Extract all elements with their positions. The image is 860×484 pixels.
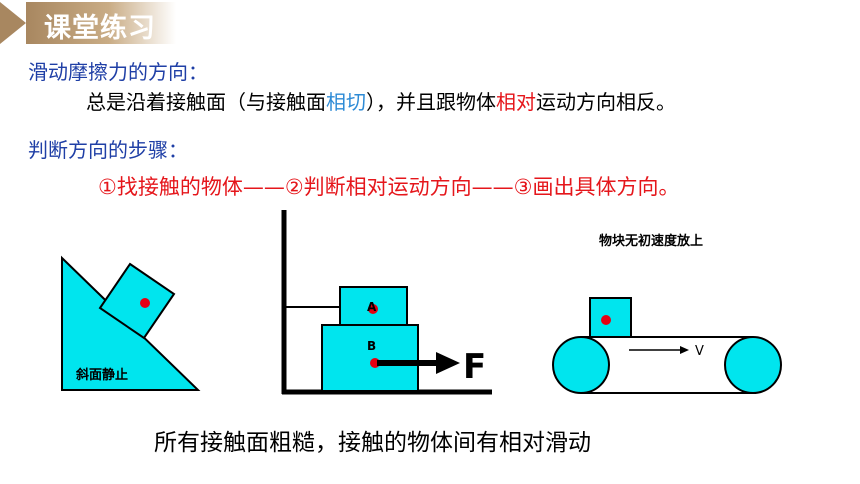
- diagram-caption: 所有接触面粗糙，接触的物体间有相对滑动: [154, 430, 591, 456]
- conveyor-block-point: [601, 315, 611, 325]
- statement-part2: ），并且跟物体: [366, 90, 496, 114]
- force-label: F: [463, 347, 486, 387]
- incline-label: 斜面静止: [75, 367, 128, 383]
- header-arrow-icon: [0, 2, 26, 44]
- block-b: [321, 324, 419, 392]
- stacked-blocks-diagram: A B F: [281, 210, 492, 395]
- conveyor-diagram: 物块无初速度放上 V: [552, 233, 782, 394]
- steps-heading: 判断方向的步骤：: [28, 138, 188, 162]
- statement-highlight-tangent: 相切: [326, 90, 366, 114]
- statement-part1: 总是沿着接触面（与接触面: [86, 90, 326, 114]
- block-a-label: A: [367, 300, 377, 314]
- page-title: 课堂练习: [44, 13, 156, 44]
- sliding-friction-heading: 滑动摩擦力的方向：: [28, 60, 208, 84]
- velocity-label: V: [695, 344, 704, 359]
- conveyor-note: 物块无初速度放上: [599, 233, 703, 249]
- incline-diagram: 斜面静止: [61, 255, 201, 391]
- force-arrow-head-icon: [436, 352, 460, 374]
- block-a-point: [368, 304, 378, 314]
- velocity-arrow-head-icon: [680, 346, 689, 354]
- statement-part3: 运动方向相反。: [536, 90, 676, 114]
- incline-block-point: [140, 298, 150, 308]
- statement-highlight-relative: 相对: [496, 90, 536, 114]
- steps-text: ①找接触的物体——②判断相对运动方向——③画出具体方向。: [98, 175, 680, 199]
- header-title-background: [26, 2, 176, 44]
- block-b-label: B: [367, 339, 376, 353]
- right-pulley: [724, 336, 782, 394]
- header-bar: 课堂练习: [0, 0, 860, 48]
- incline-block: [98, 262, 176, 340]
- conveyor-block: [589, 297, 632, 338]
- left-pulley: [552, 336, 610, 394]
- sliding-friction-statement: 总是沿着接触面（与接触面相切），并且跟物体相对运动方向相反。: [86, 86, 676, 115]
